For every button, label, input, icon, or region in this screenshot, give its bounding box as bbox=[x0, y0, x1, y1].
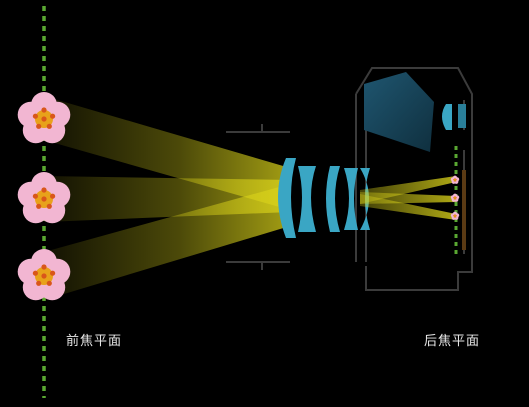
lens-element-3 bbox=[326, 166, 340, 232]
beam-bottom bbox=[44, 184, 290, 300]
outgoing-light-beams bbox=[360, 176, 456, 220]
back-focal-plane-label: 后焦平面 bbox=[424, 334, 481, 349]
lens-element-4 bbox=[344, 168, 358, 230]
sensor bbox=[462, 170, 466, 250]
front-focal-plane-label: 前焦平面 bbox=[66, 334, 123, 349]
incoming-light-beams bbox=[44, 96, 290, 300]
flower-top bbox=[17, 92, 71, 144]
lens-element-1 bbox=[278, 158, 296, 238]
eyepiece bbox=[442, 104, 466, 130]
pentaprism bbox=[364, 72, 434, 152]
lens-element-2 bbox=[298, 166, 316, 232]
